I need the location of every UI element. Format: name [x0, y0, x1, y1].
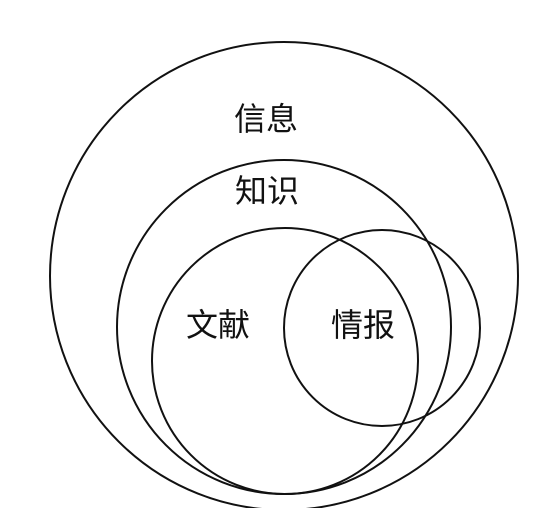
- intelligence-circle: [283, 229, 481, 427]
- knowledge-label: 知识: [235, 172, 299, 210]
- intelligence-label: 情报: [331, 306, 395, 344]
- information-circle: [49, 41, 519, 508]
- literature-circle: [151, 227, 419, 495]
- literature-label: 文献: [186, 306, 250, 344]
- information-label: 信息: [234, 100, 298, 138]
